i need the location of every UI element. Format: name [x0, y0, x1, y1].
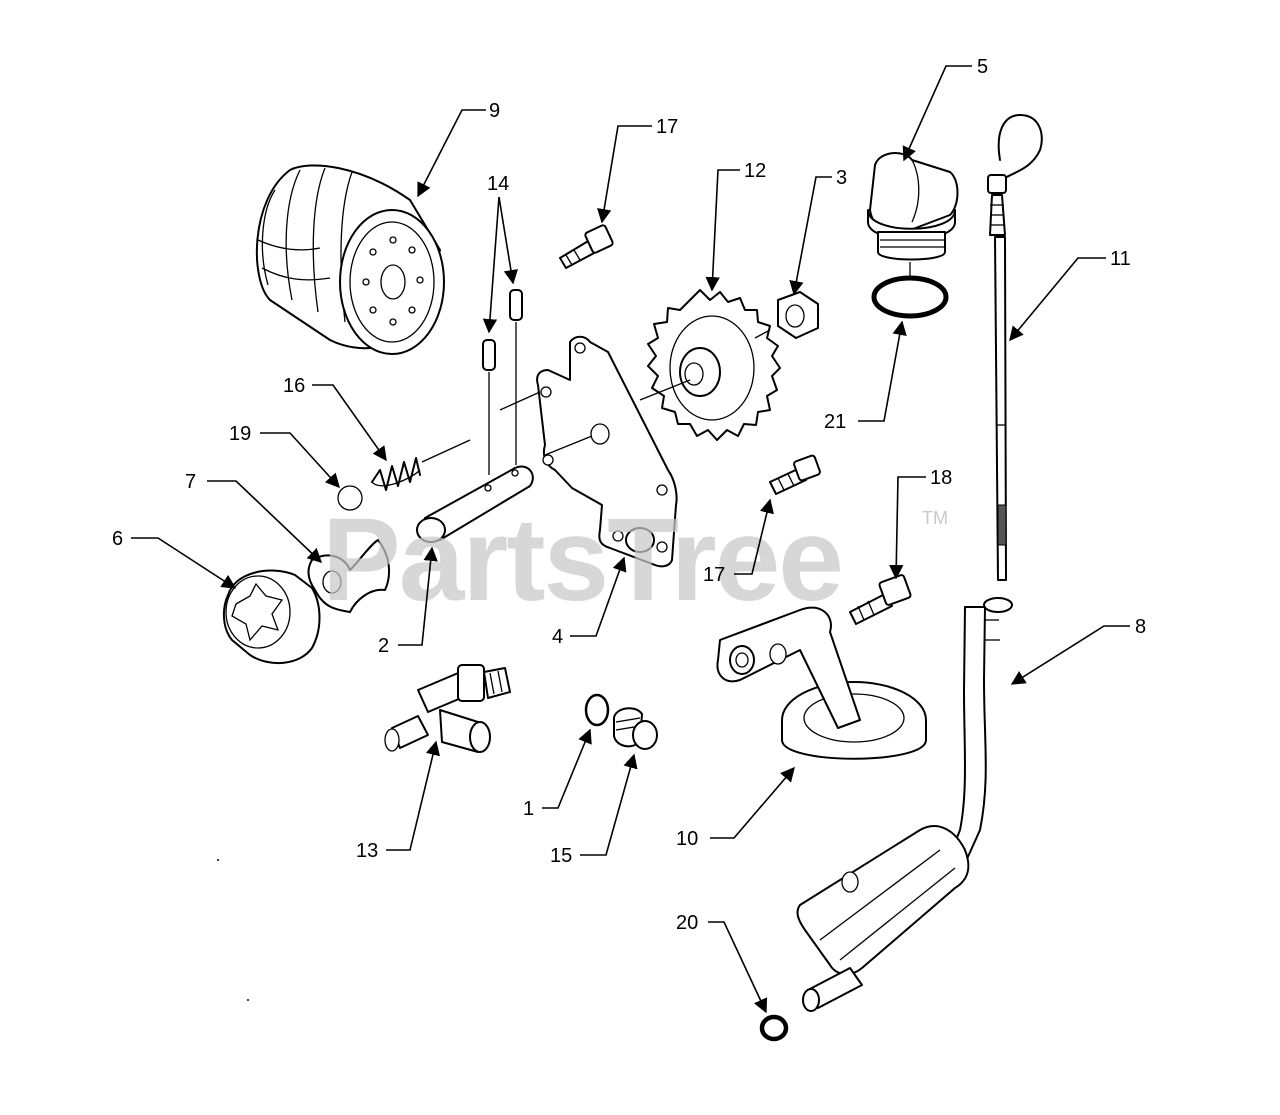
watermark-tm: TM: [922, 508, 948, 528]
o-ring-20-part: [759, 1014, 789, 1042]
callout-label: 5: [977, 56, 988, 78]
callout-5: 5: [902, 56, 988, 162]
callout-3: 3: [789, 167, 847, 296]
spring-part: [371, 439, 471, 491]
watermark-text: PartsTree: [322, 494, 842, 626]
callout-18: 18: [889, 467, 952, 580]
callout-label: 17: [703, 564, 725, 586]
callout-15: 15: [550, 753, 638, 867]
callout-14: 14: [482, 173, 519, 334]
dipstick-tube-part: [796, 597, 1013, 1012]
pump-shaft-part: [416, 465, 534, 543]
dipstick-part: [987, 114, 1043, 581]
outer-rotor-part: [222, 569, 321, 665]
bolt-18-part: [849, 574, 912, 625]
callout-label: 13: [356, 840, 378, 862]
oil-filter-part: [255, 164, 445, 355]
callout-label: 19: [229, 423, 251, 445]
oil-fill-cap-part: [867, 152, 959, 261]
bolt-middle-part: [769, 454, 821, 495]
fitting-part: [384, 664, 511, 753]
o-ring-21-part: [871, 262, 949, 319]
callout-label: 15: [550, 845, 572, 867]
callout-13: 13: [356, 740, 440, 862]
drain-plug-part: [613, 707, 658, 750]
callout-label: 3: [836, 167, 847, 189]
scan-speck: [247, 999, 249, 1001]
inner-rotor-part: [307, 539, 391, 613]
callout-label: 1: [523, 798, 534, 820]
callout-17a: 17: [597, 116, 678, 224]
callout-6: 6: [112, 528, 237, 589]
callout-11: 11: [1009, 248, 1131, 342]
callout-label: 2: [378, 635, 389, 657]
callout-10: 10: [676, 766, 795, 850]
washer-part: [584, 693, 610, 727]
dowel-pins-part: [482, 289, 523, 475]
oil-strainer-part: [716, 606, 927, 760]
gear-part: [639, 289, 781, 441]
callout-21: 21: [824, 320, 907, 433]
callout-label: 14: [487, 173, 509, 195]
callout-label: 7: [185, 471, 196, 493]
callout-2: 2: [378, 546, 438, 657]
callout-17b: 17: [703, 498, 774, 586]
pump-plate-part: [499, 335, 678, 568]
callout-label: 10: [676, 828, 698, 850]
callout-20: 20: [676, 912, 768, 1014]
callout-19: 19: [229, 423, 340, 489]
callout-7: 7: [185, 471, 323, 563]
bolt-top-part: [559, 224, 614, 269]
scan-speck: [217, 859, 219, 861]
callout-12: 12: [705, 160, 766, 292]
callout-label: 12: [744, 160, 766, 182]
callout-label: 20: [676, 912, 698, 934]
callout-label: 11: [1110, 248, 1131, 270]
callout-label: 21: [824, 411, 846, 433]
watermark: PartsTree TM: [322, 494, 948, 626]
callout-label: 16: [283, 375, 305, 397]
callout-8: 8: [1010, 616, 1146, 685]
callout-1: 1: [523, 728, 592, 820]
callout-label: 8: [1135, 616, 1146, 638]
callout-4: 4: [552, 556, 627, 648]
callout-16: 16: [283, 375, 387, 462]
check-ball-part: [337, 485, 363, 511]
callout-label: 6: [112, 528, 123, 550]
callout-label: 17: [656, 116, 678, 138]
callout-label: 18: [930, 467, 952, 489]
callout-9: 9: [417, 100, 500, 198]
callout-label: 9: [489, 100, 500, 122]
callout-label: 4: [552, 626, 563, 648]
